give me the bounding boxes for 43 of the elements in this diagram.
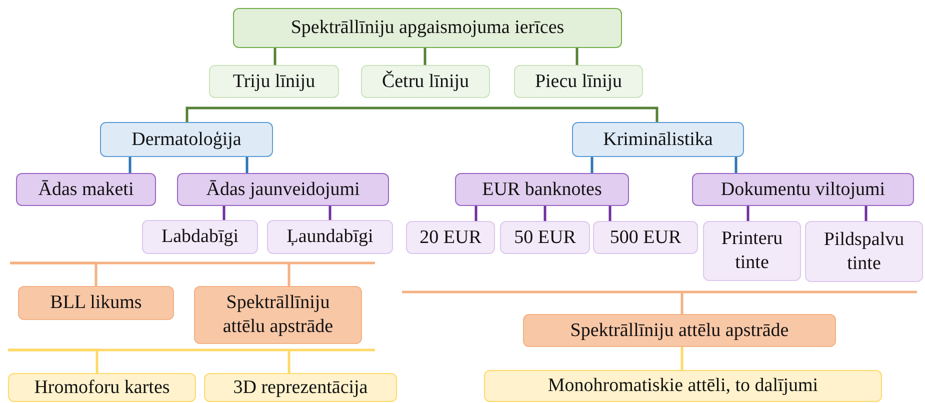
subtopic-box: Dokumentu viltojumi <box>692 173 914 206</box>
item-box: 50 EUR <box>500 221 590 254</box>
subtopic-box: Ādas jaunveidojumi <box>177 173 389 206</box>
result-box: Monohromatiskie attēli, to dalījumi <box>484 370 882 402</box>
method-box: BLL likums <box>18 286 174 320</box>
category-box: Triju līniju <box>209 65 339 98</box>
connector-line <box>544 206 546 221</box>
item-box: 500 EUR <box>593 221 698 254</box>
connector-line <box>222 206 226 220</box>
connector-line <box>590 157 594 173</box>
method-box: Spektrāllīniju attēlu apstrāde <box>194 286 362 344</box>
connector-line <box>328 206 332 220</box>
item-box: Printeru tinte <box>703 221 801 281</box>
result-box: 3D reprezentācija <box>204 373 397 402</box>
connector-line <box>734 157 738 173</box>
subtopic-box: Ādas maketi <box>16 173 156 206</box>
connector-line <box>246 157 248 173</box>
connector-line <box>576 48 578 65</box>
category-box: Piecu līniju <box>514 65 643 98</box>
connector-line <box>6 348 376 374</box>
item-box: Labdabīgi <box>142 220 258 254</box>
item-box: 20 EUR <box>406 221 495 254</box>
connector-line <box>274 48 276 65</box>
method-box: Spektrāllīniju attēlu apstrāde <box>523 314 836 347</box>
connector-line <box>474 206 478 221</box>
connector-line <box>128 157 132 173</box>
connector-line <box>864 206 868 221</box>
subtopic-box: EUR banknotes <box>455 173 629 206</box>
connector-line <box>608 206 612 221</box>
topic-box: Dermatoloģija <box>100 122 273 157</box>
connector-line <box>680 347 684 370</box>
connector-line <box>424 48 426 65</box>
connector-line <box>350 106 658 122</box>
item-box: Ļaundabīgi <box>267 220 393 254</box>
connector-line <box>8 262 376 288</box>
connector-line <box>746 206 750 221</box>
result-box: Hromoforu kartes <box>8 373 196 402</box>
topic-box: Kriminālistika <box>572 122 744 157</box>
connector-line <box>400 290 918 316</box>
category-box: Četru līniju <box>361 65 490 98</box>
item-box: Pildspalvu tinte <box>805 221 923 282</box>
connector-line <box>186 106 350 122</box>
title-box: Spektrāllīniju apgaismojuma ierīces <box>233 8 622 48</box>
